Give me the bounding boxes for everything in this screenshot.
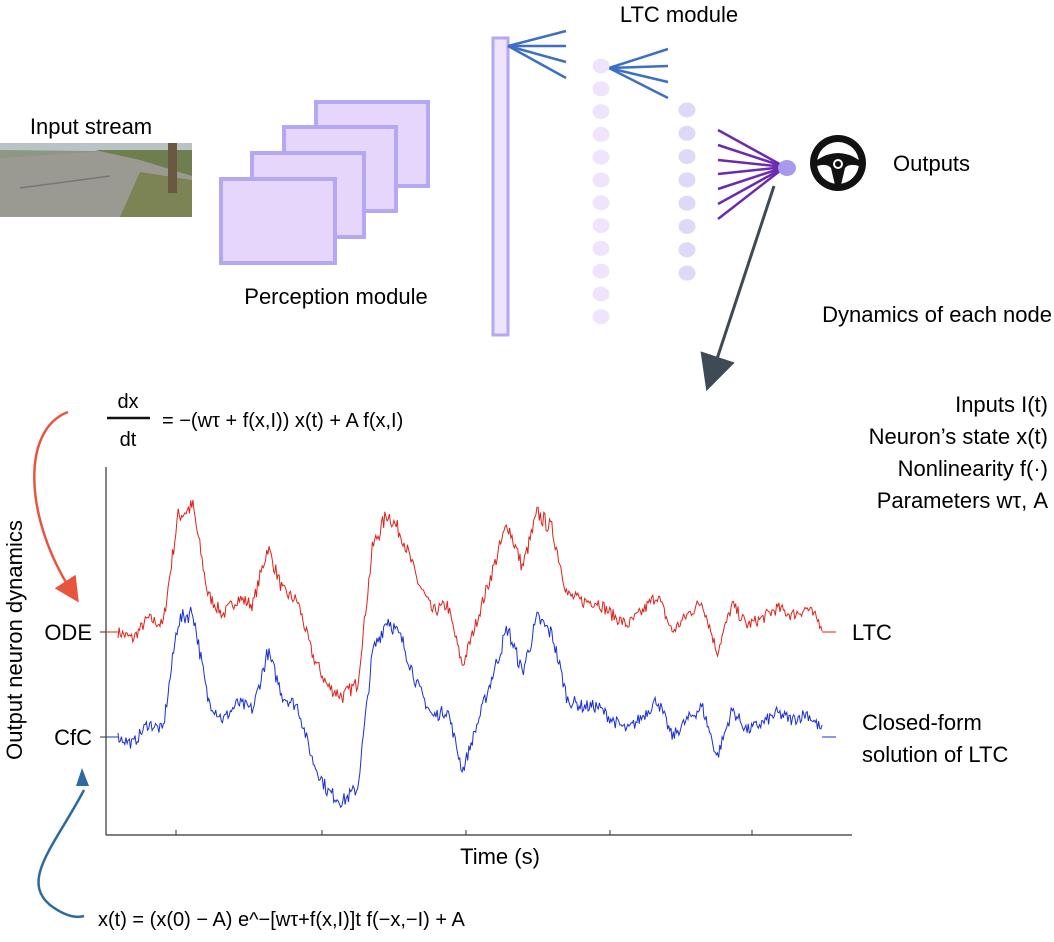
ltc-neuron xyxy=(592,240,610,256)
fan-in-layer1 xyxy=(507,29,567,80)
steering-wheel-icon xyxy=(810,135,866,191)
latent-feature-bar xyxy=(491,36,510,337)
ltc-neuron xyxy=(678,265,696,281)
cfc-arrow-head xyxy=(76,768,89,786)
variable-definitions: Inputs I(t) Neuron’s state x(t) Nonlinea… xyxy=(869,392,1049,513)
var-inputs: Inputs I(t) xyxy=(955,392,1048,417)
ltc-neuron xyxy=(678,102,696,118)
ode-row-label: ODE xyxy=(44,620,92,645)
ltc-neuron xyxy=(592,126,610,142)
input-stream-label: Input stream xyxy=(30,114,152,139)
ltc-layer2-neurons xyxy=(678,102,696,281)
y-axis-title: Output neuron dynamics xyxy=(2,520,27,760)
closed-form-label-line1: Closed-form xyxy=(862,710,982,735)
perception-frames xyxy=(219,100,430,265)
ltc-neuron xyxy=(678,242,696,258)
cfc-row-label: CfC xyxy=(54,725,92,750)
ode-fraction-denominator: dt xyxy=(120,429,137,451)
fan-in-layer2 xyxy=(608,47,669,100)
closed-form-label-line2: solution of LTC xyxy=(862,742,1008,767)
dynamics-of-each-node-label: Dynamics of each node xyxy=(822,302,1052,327)
ode-rhs: = −(wτ + f(x,I)) x(t) + A f(x,I) xyxy=(162,410,403,432)
ode-equation: dx dt = −(wτ + f(x,I)) x(t) + A f(x,I) xyxy=(107,391,403,451)
ltc-neuron xyxy=(592,218,610,234)
ode-curved-arrow xyxy=(33,410,79,603)
ltc-neuron xyxy=(592,58,610,74)
ltc-series-label: LTC xyxy=(852,620,892,645)
ltc-neuron xyxy=(678,172,696,188)
ltc-neuron xyxy=(592,172,610,188)
ltc-neuron xyxy=(592,263,610,279)
x-axis-ticks xyxy=(175,830,753,835)
ltc-module-label: LTC module xyxy=(620,2,738,27)
ltc-neuron xyxy=(592,104,610,120)
ltc-neuron xyxy=(592,286,610,302)
ltc-neuron xyxy=(678,149,696,165)
ltc-neuron xyxy=(678,125,696,141)
ltc-neuron xyxy=(678,219,696,234)
output-neuron xyxy=(778,160,796,176)
ltc-neuron xyxy=(678,195,696,211)
ltc-neuron xyxy=(592,195,610,211)
outputs-label: Outputs xyxy=(893,151,970,176)
cfc-equation: x(t) = (x(0) − A) e^−[wτ+f(x,I)]t f(−x,−… xyxy=(98,909,465,931)
y-axis-ticks xyxy=(100,631,106,738)
ltc-neuron xyxy=(592,149,610,165)
dynamics-arrow xyxy=(700,185,776,392)
ltc-layer1-neurons xyxy=(592,58,610,325)
var-nonlinearity: Nonlinearity f(·) xyxy=(898,456,1048,481)
input-stream-image xyxy=(0,143,192,217)
cfc-trace xyxy=(117,606,823,809)
series-layer xyxy=(106,499,836,809)
fan-in-output xyxy=(717,128,786,220)
x-axis-title: Time (s) xyxy=(460,844,540,869)
cfc-curved-arrow xyxy=(37,789,86,919)
var-parameters: Parameters wτ, A xyxy=(877,488,1049,513)
ltc-ode-trace xyxy=(117,499,823,703)
perception-module-label: Perception module xyxy=(244,284,427,309)
ltc-neuron xyxy=(592,81,610,97)
var-state: Neuron’s state x(t) xyxy=(869,424,1048,449)
ode-fraction-numerator: dx xyxy=(117,391,138,413)
chart-axes xyxy=(105,467,852,836)
ltc-neuron xyxy=(592,309,610,325)
